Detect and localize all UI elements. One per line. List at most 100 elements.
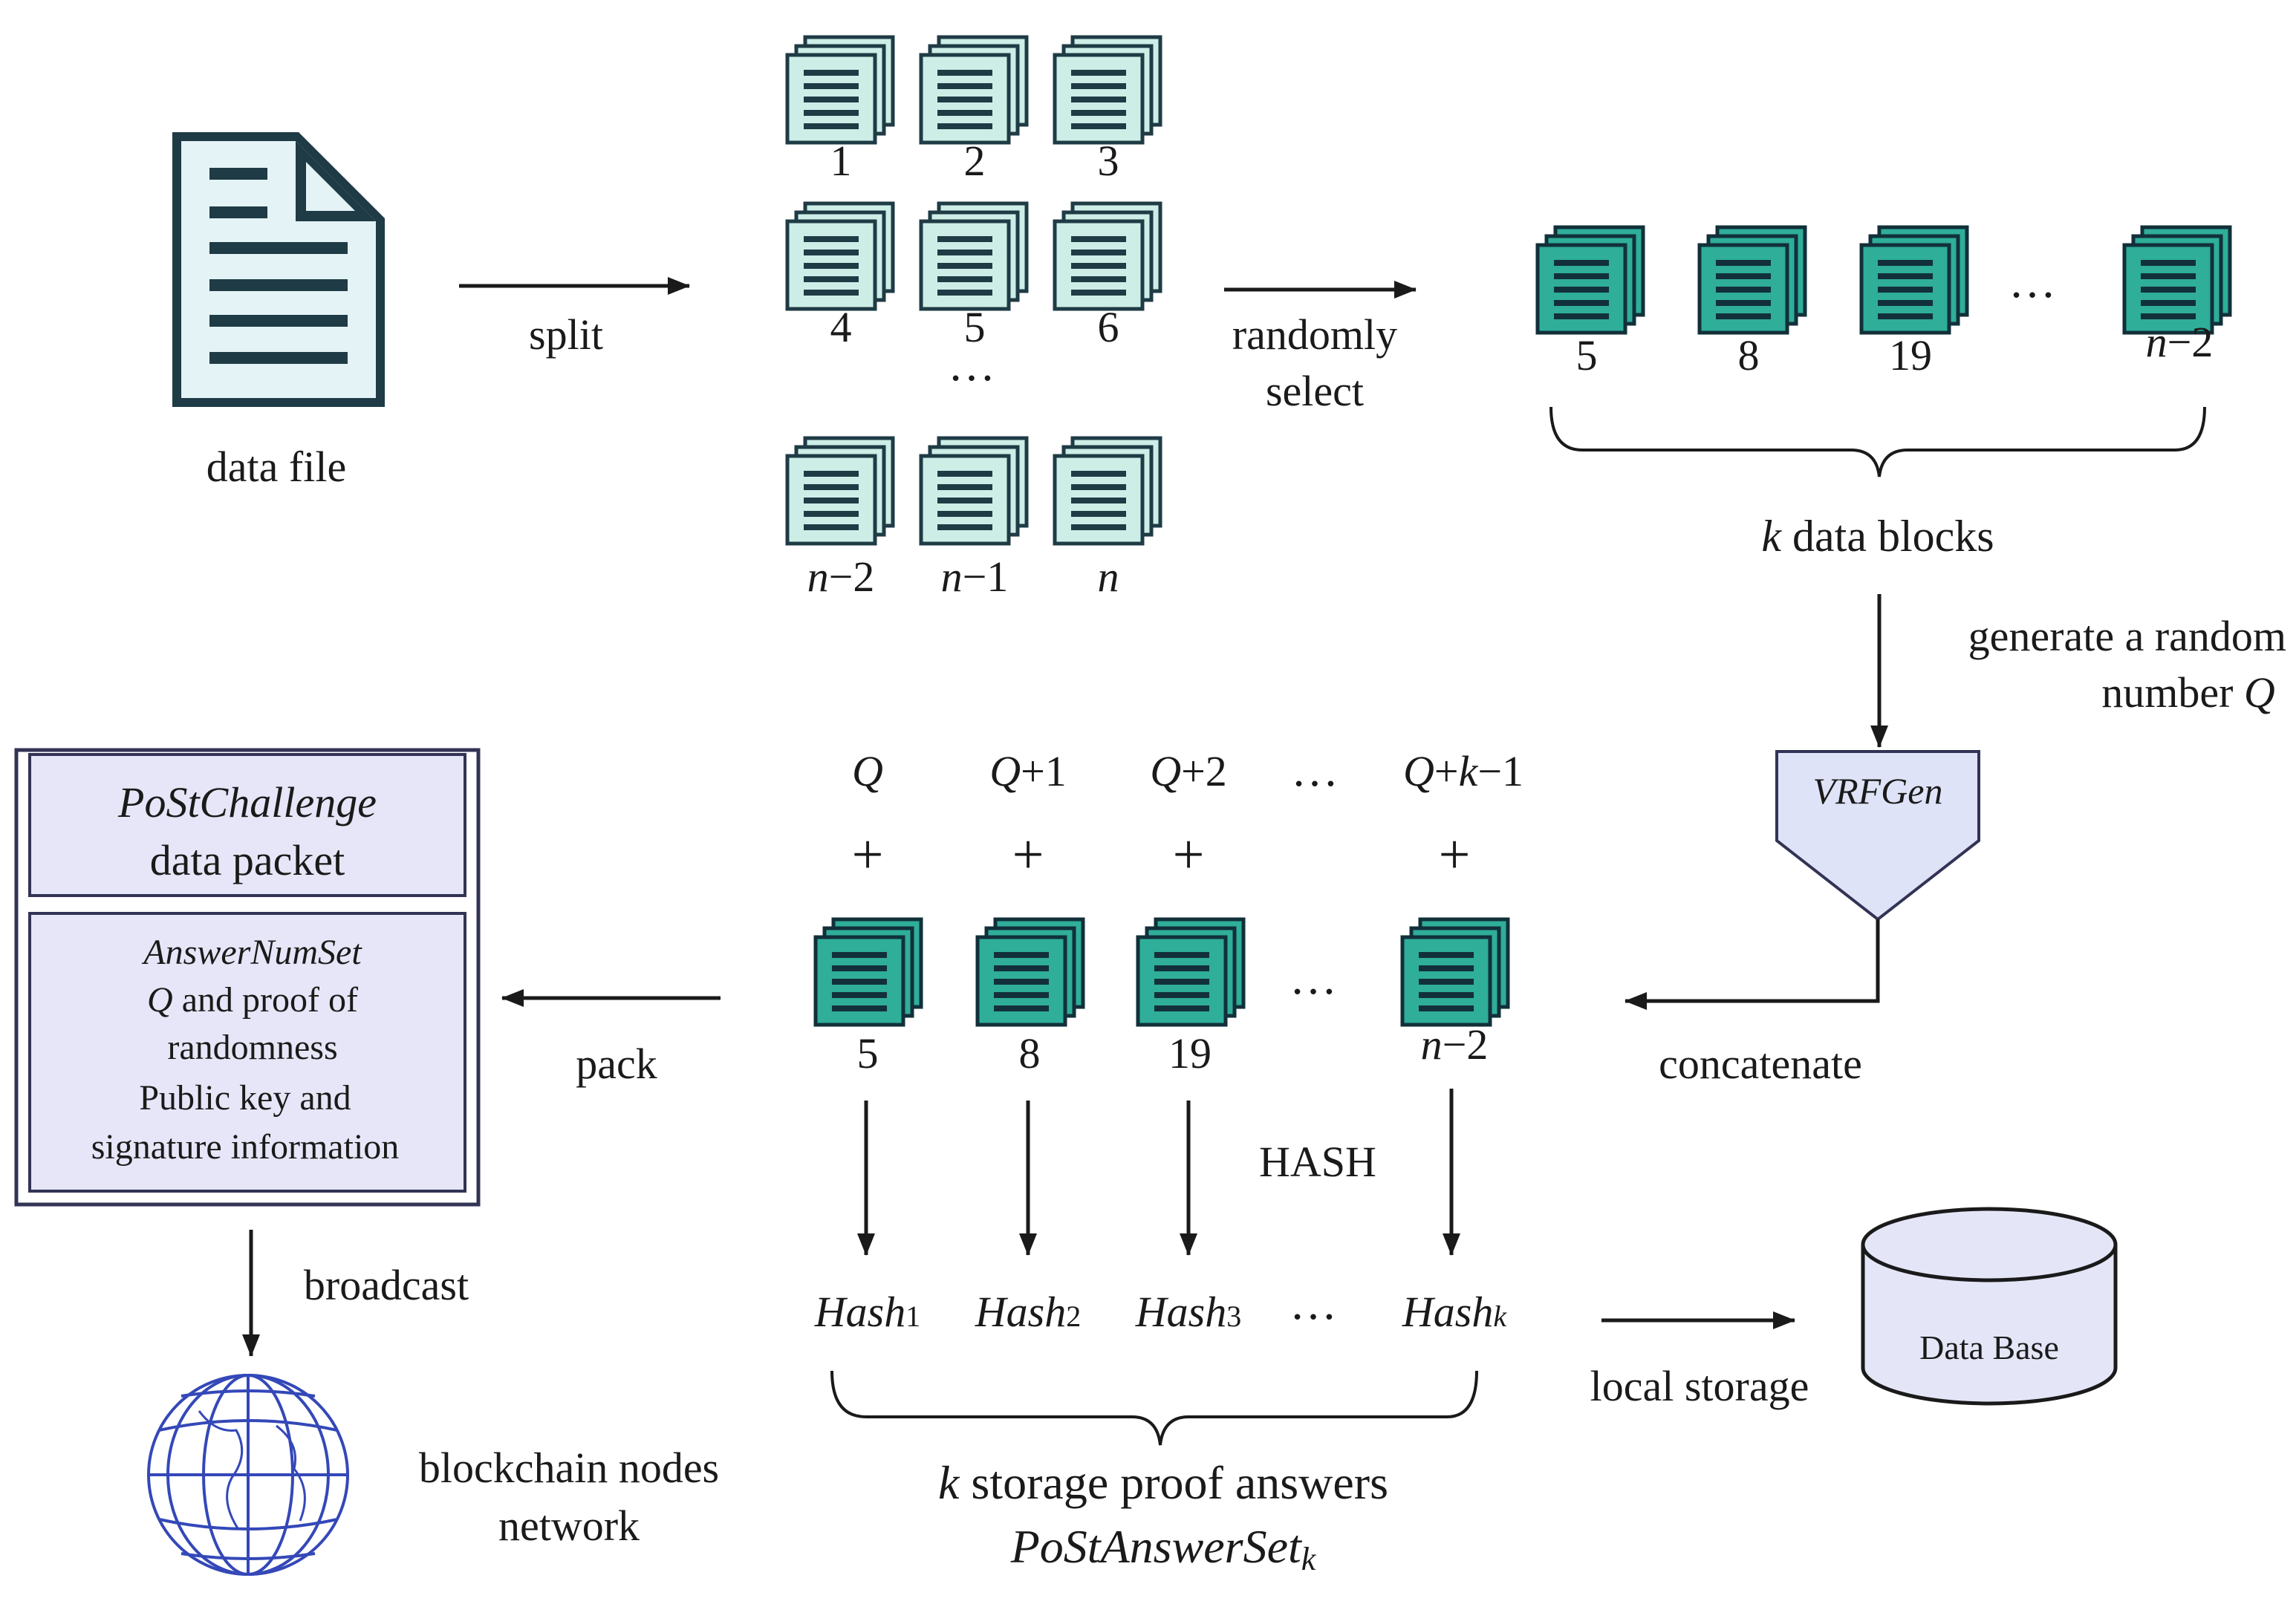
database-label: Data Base xyxy=(1919,1328,2059,1366)
offset-plus: + xyxy=(1434,747,1459,795)
block-number-label: n xyxy=(1098,552,1119,601)
stacked-pages-icon xyxy=(919,35,1029,145)
concat-blocks-row: 5 8 19 n−2 xyxy=(813,917,1510,1078)
hash-name: Hash xyxy=(1402,1288,1493,1336)
offset-q-q: Q xyxy=(989,747,1021,795)
k-data-blocks-caption: k data blocks xyxy=(1761,512,1994,561)
block-number-label: 6 xyxy=(1098,303,1119,351)
answers-set-name: PoStAnswerSet xyxy=(1010,1520,1303,1573)
hash-sub: 3 xyxy=(1226,1300,1241,1333)
network-line2: network xyxy=(498,1502,640,1550)
document-icon xyxy=(172,132,385,407)
answers-caption-line1: k storage proof answers xyxy=(938,1456,1388,1509)
packet-row5: signature information xyxy=(91,1127,400,1167)
stacked-pages-icon xyxy=(813,917,923,1027)
offset-rest: −1 xyxy=(1477,747,1523,795)
stacked-pages-icon xyxy=(1053,35,1162,145)
packet-row1: AnswerNumSet xyxy=(141,933,362,972)
random-select-line1: randomly xyxy=(1232,310,1397,359)
globe-icon xyxy=(147,1374,349,1576)
data-file-label: data file xyxy=(206,443,346,491)
offset-q-plus-2: Q+2 xyxy=(1150,747,1227,795)
stacked-pages-icon xyxy=(785,201,895,311)
block-number-label: 1 xyxy=(830,137,852,185)
stacked-pages-icon xyxy=(1053,201,1162,311)
hash-1: Hash1 xyxy=(814,1288,920,1336)
plus-sign: + xyxy=(1012,824,1044,886)
block-number-label: 5 xyxy=(1576,331,1598,379)
stacked-pages-icon xyxy=(919,436,1029,546)
hash-label: HASH xyxy=(1259,1138,1376,1186)
offset-q-q: Q xyxy=(1150,747,1181,795)
offset-q-rest: +1 xyxy=(1021,747,1067,795)
hash-k: Hashk xyxy=(1402,1288,1507,1336)
block-number-label: n−2 xyxy=(1421,1020,1489,1069)
hash-name: Hash xyxy=(1135,1288,1226,1336)
packet-row3: randomness xyxy=(167,1028,337,1067)
hash-dots: … xyxy=(1290,1277,1337,1329)
stacked-pages-icon xyxy=(785,436,895,546)
block-number-label: 4 xyxy=(830,303,852,351)
stacked-pages-icon xyxy=(975,917,1085,1027)
hash-3: Hash3 xyxy=(1135,1288,1241,1336)
block-number-label: 8 xyxy=(1738,331,1760,379)
concat-dots: … xyxy=(1290,951,1337,1004)
block-number-label: 19 xyxy=(1889,331,1932,379)
split-label: split xyxy=(529,310,603,359)
hash-name: Hash xyxy=(814,1288,905,1336)
block-number-label: n−2 xyxy=(807,552,875,601)
caption-k: k xyxy=(1761,512,1782,561)
generate-random-line2: number Q xyxy=(2101,668,2275,717)
generate-random-line1: generate a random xyxy=(1968,612,2286,660)
concatenate-label: concatenate xyxy=(1659,1040,1862,1088)
block-number-label: n−2 xyxy=(2146,318,2214,366)
block-number-label: 2 xyxy=(964,137,986,185)
selected-brace xyxy=(1549,406,2206,477)
offset-q-rest: +2 xyxy=(1181,747,1227,795)
pack-label: pack xyxy=(576,1040,657,1088)
hash-sub: 2 xyxy=(1066,1300,1081,1333)
random-select-line2: select xyxy=(1266,367,1364,415)
hash-name: Hash xyxy=(975,1288,1066,1336)
vrfgen-label: VRFGen xyxy=(1813,770,1943,812)
line2-q: Q xyxy=(2244,668,2275,717)
block-number-label: 19 xyxy=(1168,1029,1212,1078)
offset-k: k xyxy=(1459,747,1479,795)
stacked-pages-icon xyxy=(1535,225,1645,335)
answers-brace xyxy=(830,1370,1478,1446)
vrfgen-box xyxy=(1775,750,1980,922)
packet-row2-rest: and proof of xyxy=(173,980,358,1020)
stacked-pages-icon xyxy=(1859,225,1969,335)
selected-dots: … xyxy=(2009,255,2056,307)
database-cylinder-icon xyxy=(1861,1207,2118,1406)
hash-sub: 1 xyxy=(905,1300,920,1333)
broadcast-label: broadcast xyxy=(304,1261,469,1309)
hash-2: Hash2 xyxy=(975,1288,1081,1336)
network-line1: blockchain nodes xyxy=(419,1444,719,1492)
local-storage-label: local storage xyxy=(1590,1362,1809,1410)
stacked-pages-icon xyxy=(1053,436,1162,546)
offset-dots: … xyxy=(1291,743,1339,796)
offset-q: Q xyxy=(852,747,883,795)
plus-sign: + xyxy=(852,824,884,886)
block-number-label: 5 xyxy=(964,303,986,351)
packet-title1: PoStChallenge xyxy=(117,778,377,827)
stacked-pages-icon xyxy=(785,35,895,145)
packet-row4: Public key and xyxy=(139,1078,351,1118)
selected-blocks-row: 5 8 19 n−2 xyxy=(1535,225,2232,379)
grid-dots: … xyxy=(948,338,995,391)
packet-row2: Q and proof of xyxy=(147,980,358,1020)
block-number-label: n−1 xyxy=(941,552,1009,601)
packet-row2-q: Q xyxy=(147,980,173,1020)
plus-sign: + xyxy=(1439,824,1471,886)
line2-pre: number xyxy=(2101,668,2244,717)
block-number-label: 5 xyxy=(857,1029,879,1078)
stacked-pages-icon xyxy=(1136,917,1246,1027)
answers-rest: storage proof answers xyxy=(959,1456,1388,1509)
stacked-pages-icon xyxy=(1697,225,1807,335)
block-number-label: 8 xyxy=(1019,1029,1041,1078)
postchallenge-packet xyxy=(14,748,481,1207)
caption-rest: data blocks xyxy=(1781,512,1994,561)
